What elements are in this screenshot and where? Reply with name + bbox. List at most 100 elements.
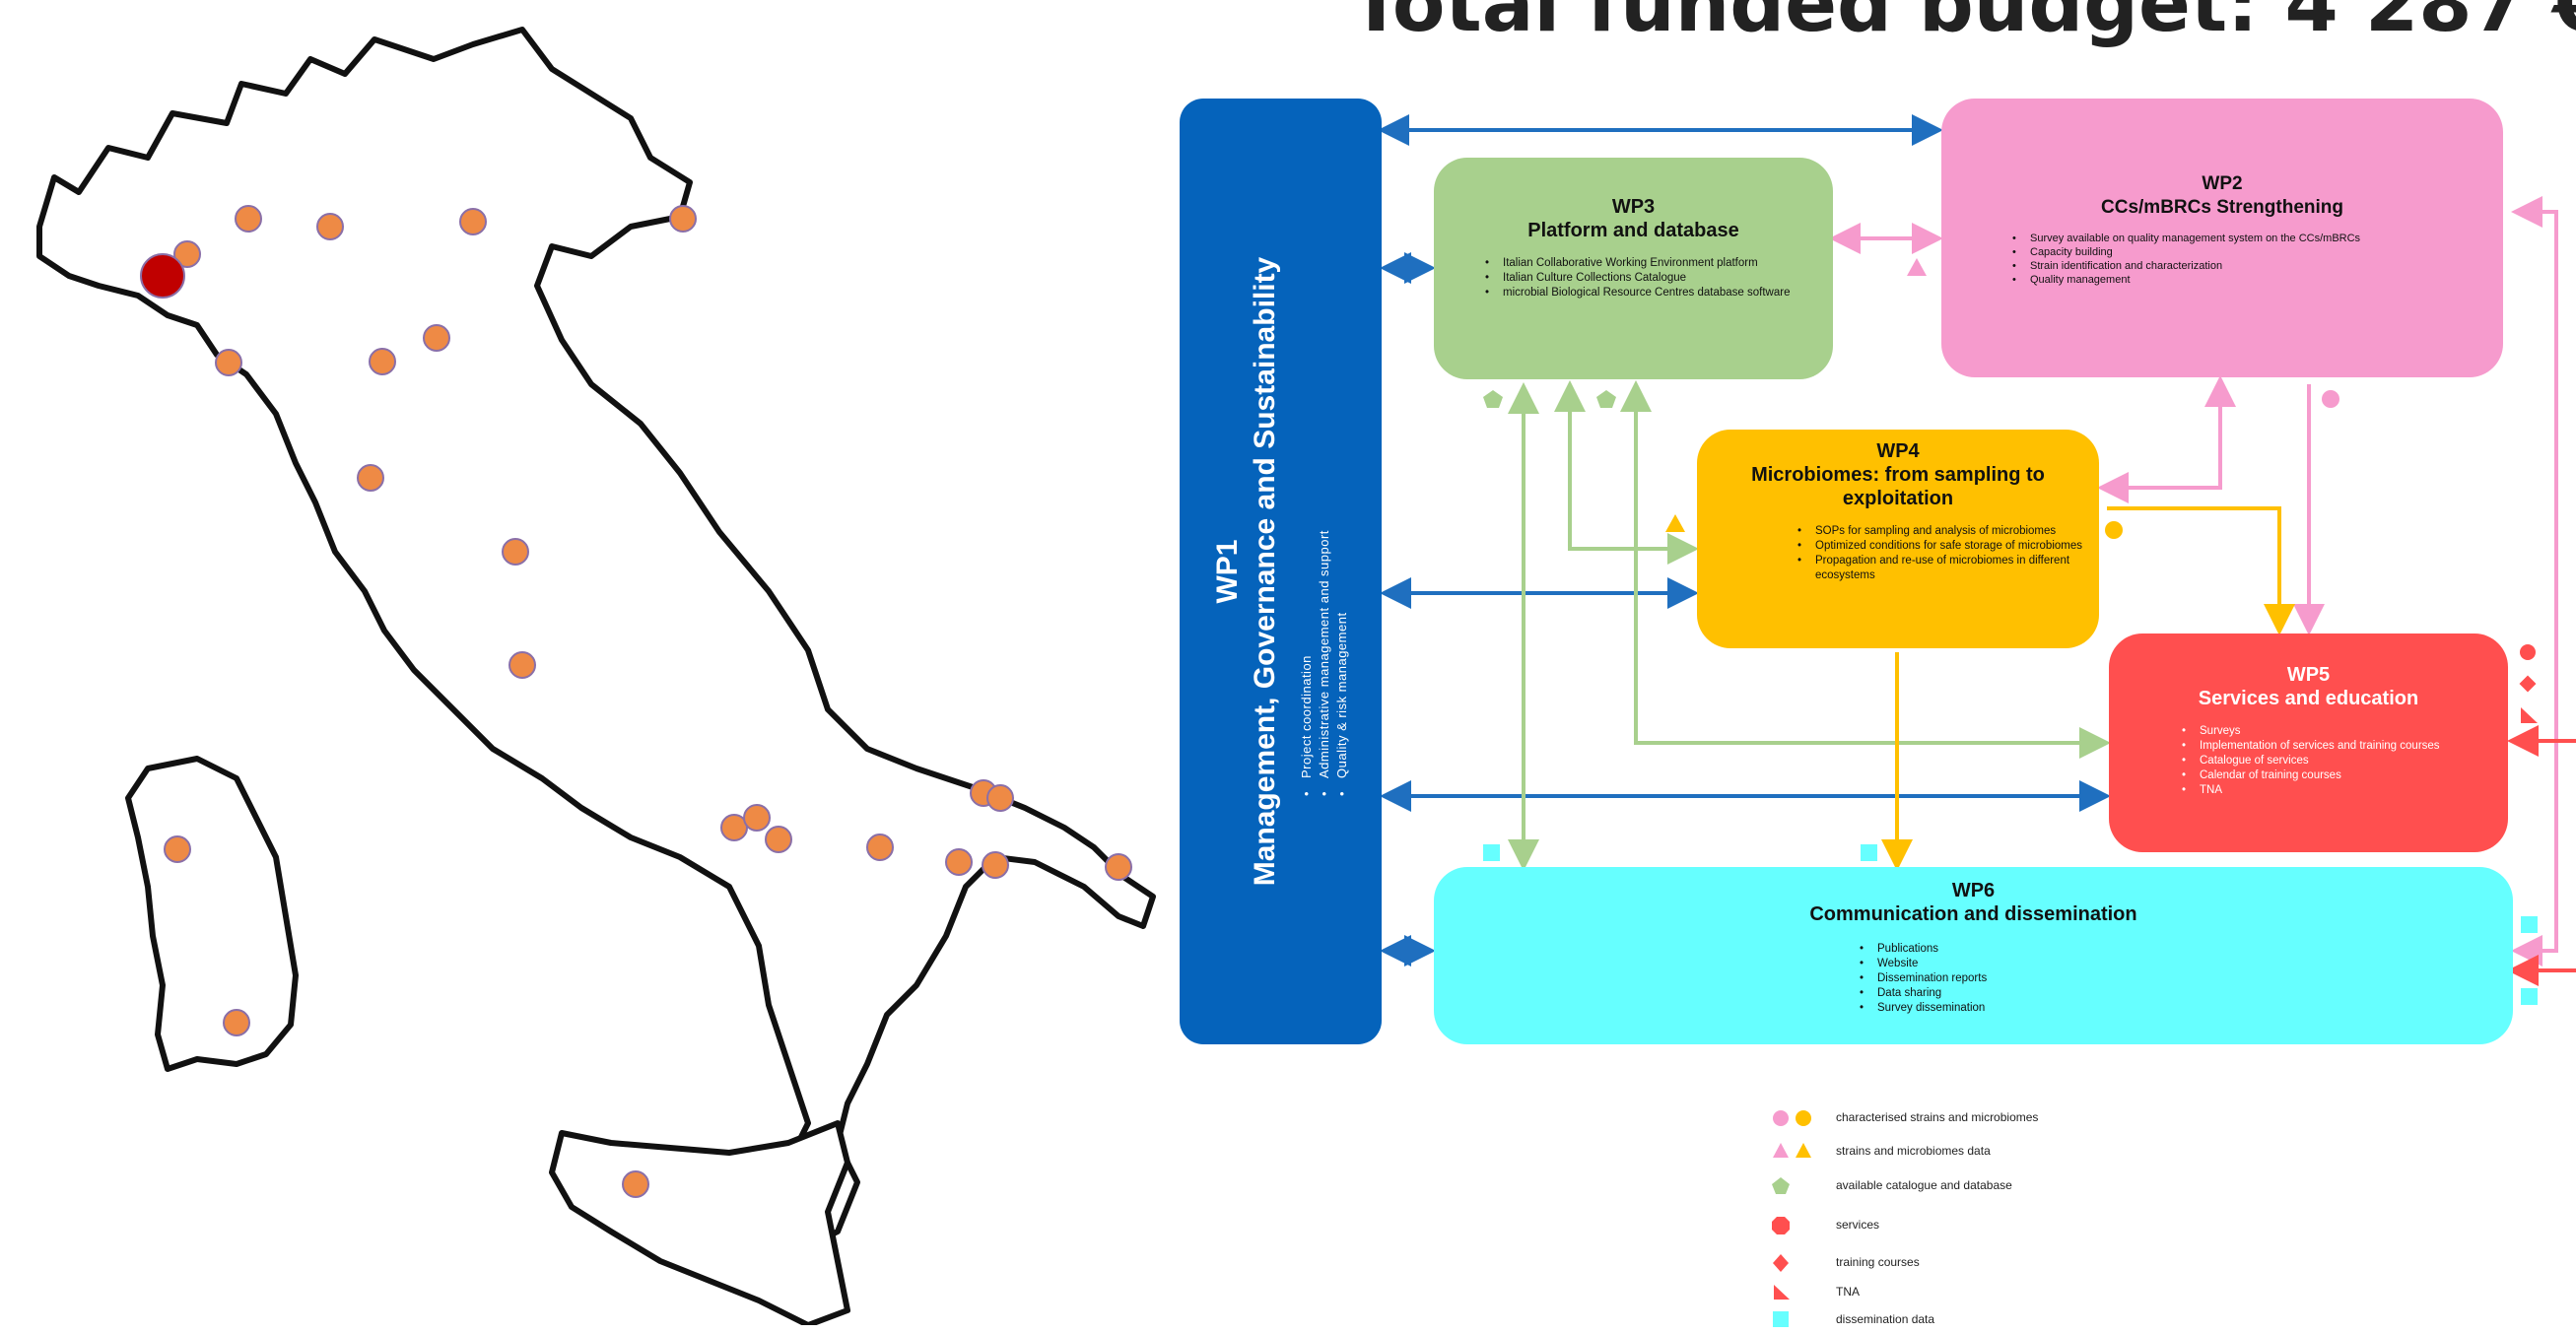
wp1-title: Management, Governance and Sustainabilit… <box>1249 256 1281 887</box>
mainland-outline <box>36 27 1156 1254</box>
legend-item: strains and microbiomes data <box>1769 1138 2262 1166</box>
location-dot <box>459 208 487 235</box>
square-marker <box>1483 844 1500 861</box>
arrow-wp2-wp4 <box>2097 375 2236 503</box>
wp1-item: Administrative management and support <box>1316 128 1333 778</box>
wp3-box: WP3 Platform and database Italian Collab… <box>1434 158 1833 379</box>
triangle-marker <box>1907 258 1927 276</box>
member-locations <box>140 205 1132 1198</box>
wp6-item: Publications <box>1860 942 2513 957</box>
wp6-item: Website <box>1860 957 2513 971</box>
wp4-item: Optimized conditions for safe storage of… <box>1797 539 2099 554</box>
wp1-id: WP1 <box>1211 539 1244 604</box>
location-dot <box>357 464 384 492</box>
wp5-item: Catalogue of services <box>2182 754 2508 768</box>
diamond-marker <box>2519 675 2537 693</box>
headquarters-dot <box>140 253 185 299</box>
legend-item: TNA <box>1769 1279 2262 1306</box>
location-dot <box>765 826 792 853</box>
wp5-box: WP5 Services and education Surveys Imple… <box>2109 634 2508 852</box>
location-dot <box>622 1170 649 1198</box>
wp2-item: Survey available on quality management s… <box>2012 232 2503 245</box>
location-dot <box>164 835 191 863</box>
wp3-item: Italian Culture Collections Catalogue <box>1485 271 1833 286</box>
location-dot <box>743 804 771 832</box>
pentagon-marker <box>1483 390 1503 408</box>
wp4-title: Microbiomes: from sampling to exploitati… <box>1751 464 2045 509</box>
octagon-red-icon <box>1772 1217 1790 1234</box>
location-dot <box>423 324 450 352</box>
square-marker <box>2521 916 2538 933</box>
sardinia-outline <box>125 756 299 1072</box>
wp4-item: SOPs for sampling and analysis of microb… <box>1797 524 2099 539</box>
legend-label: characterised strains and microbiomes <box>1836 1110 2039 1124</box>
wp2-box: WP2 CCs/mBRCs Strengthening Survey avail… <box>1941 99 2503 377</box>
circle-marker <box>2322 390 2339 408</box>
triangle-pink-yellow-icon <box>1773 1143 1811 1158</box>
wp2-title: CCs/mBRCs Strengthening <box>2101 197 2343 218</box>
wp5-item: Surveys <box>2182 724 2508 739</box>
location-dot <box>866 834 894 861</box>
page-title: Total funded budget: 4 287 € <box>1350 0 2576 49</box>
wp5-items: Surveys Implementation of services and t… <box>2109 724 2508 798</box>
wp3-title: Platform and database <box>1527 220 1739 241</box>
legend-label: dissemination data <box>1836 1312 1935 1326</box>
legend-item: services <box>1769 1212 2262 1239</box>
wp1-box: WP1 Management, Governance and Sustainab… <box>1180 99 1382 1044</box>
wp2-item: Capacity building <box>2012 245 2503 259</box>
legend-label: strains and microbiomes data <box>1836 1144 1991 1158</box>
legend-item: characterised strains and microbiomes <box>1769 1104 2262 1132</box>
location-dot <box>502 538 529 566</box>
wp6-id: WP6 <box>1951 880 1996 901</box>
sicily-outline <box>549 1120 850 1325</box>
wp6-title: Communication and dissemination <box>1809 903 2137 925</box>
wp2-item: Strain identification and characterizati… <box>2012 259 2503 273</box>
location-dot <box>720 814 748 841</box>
circle-pink-yellow-icon <box>1773 1110 1811 1126</box>
wp6-box: WP6 Communication and dissemination Publ… <box>1434 867 2513 1044</box>
right-triangle-red-icon <box>1774 1285 1790 1300</box>
wp3-id: WP3 <box>1611 196 1656 218</box>
wp2-id: WP2 <box>2202 173 2243 194</box>
legend-label: training courses <box>1836 1255 1920 1269</box>
italy-map <box>36 27 1156 1325</box>
arrow-wp2-wp6 <box>2511 196 2558 967</box>
pentagon-green-icon <box>1772 1177 1790 1194</box>
wp1-item: Project coordination <box>1298 128 1316 778</box>
arrow-wp4-wp5 <box>2107 506 2295 635</box>
octagon-marker <box>2520 644 2536 660</box>
wp4-item: Propagation and re-use of microbiomes in… <box>1797 554 2099 583</box>
location-dot <box>223 1009 250 1036</box>
location-dot <box>215 349 242 376</box>
wp2-item: Quality management <box>2012 273 2503 287</box>
wp3-item: Italian Collaborative Working Environmen… <box>1485 256 1833 271</box>
legend-label: services <box>1836 1218 1880 1232</box>
pentagon-marker <box>1596 390 1616 408</box>
square-cyan-icon <box>1773 1311 1789 1327</box>
square-marker <box>2521 988 2538 1005</box>
triangle-marker <box>1665 514 1685 532</box>
location-dot <box>986 784 1014 812</box>
wp6-item: Dissemination reports <box>1860 971 2513 986</box>
location-dot <box>1105 853 1132 881</box>
legend-label: TNA <box>1836 1285 1860 1299</box>
wp4-id: WP4 <box>1876 440 1920 462</box>
wp3-item: microbial Biological Resource Centres da… <box>1485 286 1833 300</box>
location-dot <box>369 348 396 375</box>
location-dot <box>945 848 973 876</box>
circle-marker <box>2105 521 2123 539</box>
wp5-item: Calendar of training courses <box>2182 768 2508 783</box>
wp5-item: Implementation of services and training … <box>2182 739 2508 754</box>
legend-item: training courses <box>1769 1249 2262 1277</box>
location-dot <box>173 240 201 268</box>
location-dot <box>235 205 262 233</box>
wp2-items: Survey available on quality management s… <box>1941 232 2503 287</box>
wp1-items: Project coordination Administrative mana… <box>1298 128 1351 1015</box>
location-dot <box>669 205 697 233</box>
diamond-red-icon <box>1773 1254 1789 1272</box>
legend-item: available catalogue and database <box>1769 1172 2262 1200</box>
wp6-item: Survey dissemination <box>1860 1001 2513 1016</box>
wp4-items: SOPs for sampling and analysis of microb… <box>1697 524 2099 583</box>
location-dot <box>316 213 344 240</box>
